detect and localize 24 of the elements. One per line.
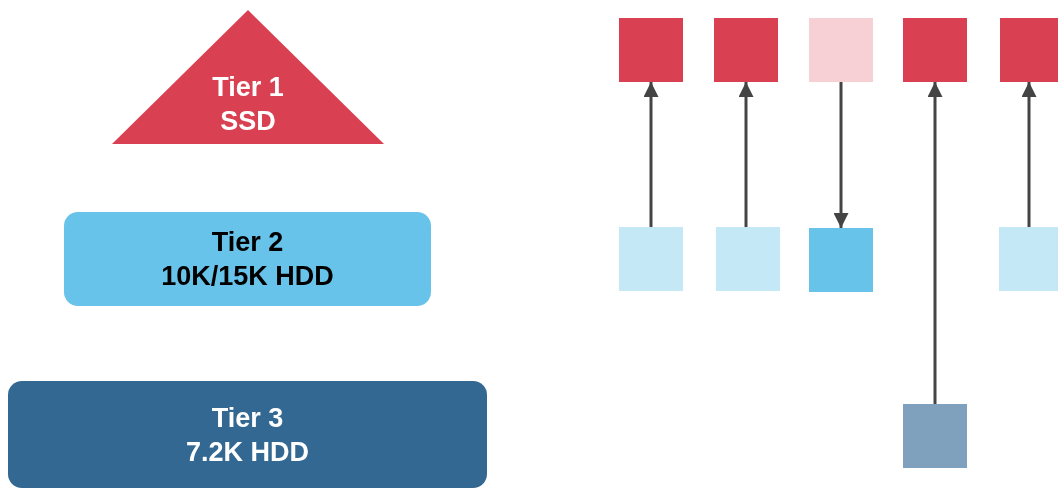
arrow <box>833 82 849 228</box>
tier-box <box>64 212 431 306</box>
tier-label: Tier 2 <box>211 226 284 259</box>
square-block <box>903 404 967 468</box>
square-block <box>809 228 873 292</box>
square-block <box>903 18 967 82</box>
square-block <box>999 227 1058 291</box>
tier-label: 10K/15K HDD <box>161 260 334 293</box>
arrow <box>738 82 754 227</box>
square-block <box>619 18 683 82</box>
square-block <box>714 18 778 82</box>
tier-triangle <box>112 10 384 144</box>
square-block <box>809 18 873 82</box>
arrow <box>643 82 659 227</box>
square-block <box>716 227 780 291</box>
tier-label: 7.2K HDD <box>186 435 309 469</box>
arrow <box>927 82 943 404</box>
square-block <box>1000 18 1058 82</box>
arrow <box>1021 82 1037 227</box>
tier-label: Tier 3 <box>211 401 284 435</box>
tier-box <box>8 381 487 488</box>
tier-label: Tier 1 <box>212 71 284 104</box>
tier-label: SSD <box>220 105 276 138</box>
square-block <box>619 227 683 291</box>
